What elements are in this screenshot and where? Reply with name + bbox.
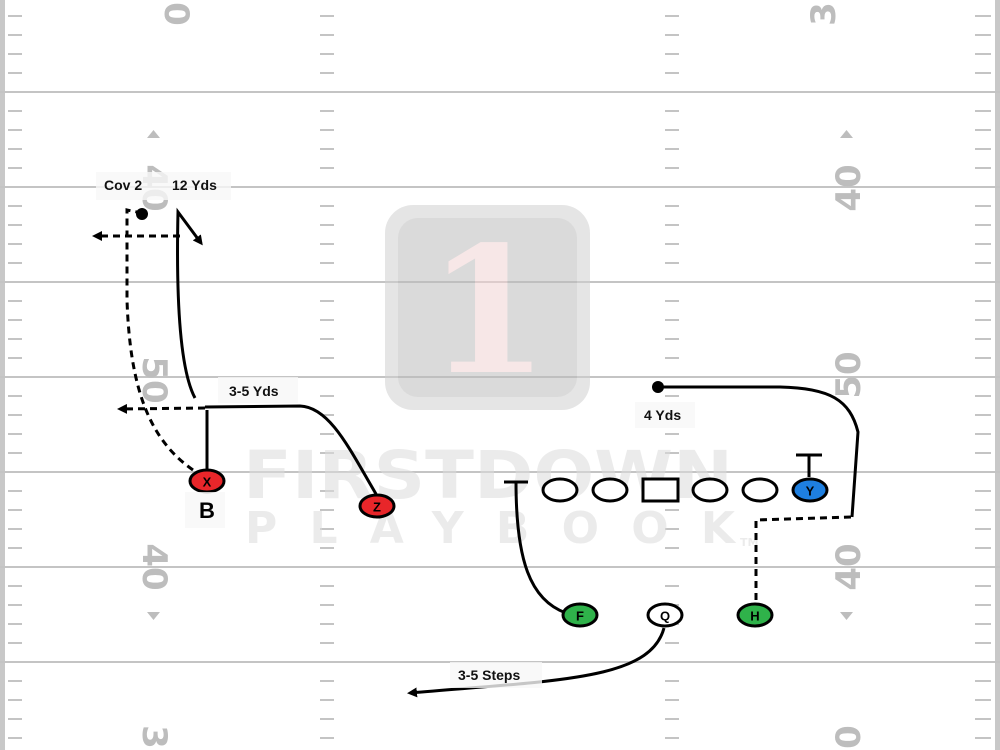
direction-arrow-icon [147, 612, 160, 620]
player-y: Y [791, 477, 829, 503]
offensive-line [541, 477, 779, 503]
annotations: Cov 2 12 Yds 3-5 Yds 4 Yds 3-5 Steps B [96, 172, 695, 688]
player-q: Q [646, 602, 684, 628]
routes [92, 207, 860, 698]
yard-number: 3 [804, 2, 844, 26]
player-z: Z [358, 493, 396, 519]
z-route [204, 404, 378, 495]
lineman [741, 477, 779, 503]
yds12-label: 12 Yds [172, 177, 217, 193]
yard-number: 50 [829, 351, 869, 398]
yard-number: 3 [134, 725, 174, 749]
player-z-marker [358, 493, 396, 519]
player-f-label: F [576, 609, 584, 624]
player-z-label: Z [373, 500, 381, 515]
lineman [691, 477, 729, 503]
h-route-solid [658, 385, 860, 518]
yard-number: 40 [134, 543, 174, 590]
player-f-marker [561, 602, 599, 628]
yds4-label: 4 Yds [644, 407, 681, 423]
player-f: F [561, 602, 599, 628]
direction-arrow-icon [840, 130, 853, 138]
z-route-extension [117, 403, 206, 414]
cov2-label: Cov 2 [104, 177, 142, 193]
player-x-label: X [203, 475, 212, 490]
b-label: B [199, 498, 215, 523]
player-h: H [736, 602, 774, 628]
right-sideline [995, 0, 1000, 750]
left-sideline [0, 0, 5, 750]
skill-players: X Z Y F Q H [188, 468, 829, 628]
yard-number: 0 [829, 725, 869, 749]
direction-arrow-icon [840, 612, 853, 620]
center [641, 477, 680, 503]
watermark-logo-number: 1 [427, 209, 549, 414]
player-h-marker [736, 602, 774, 628]
steps35-label: 3-5 Steps [458, 667, 520, 683]
x-dashed-route [125, 208, 194, 472]
yard-number: 50 [134, 356, 174, 403]
player-h-label: H [750, 609, 759, 624]
yard-number: 40 [829, 164, 869, 211]
h-route-dot [652, 381, 664, 393]
player-q-label: Q [660, 609, 670, 624]
f-route [514, 481, 567, 615]
hash-marks [8, 15, 991, 739]
player-y-marker [791, 477, 829, 503]
yard-number: 40 [829, 543, 869, 590]
player-x: X [188, 468, 226, 494]
yard-direction-arrows [147, 130, 853, 620]
cov2-dot [136, 208, 148, 220]
yds35-label: 3-5 Yds [229, 383, 279, 399]
h-route [754, 515, 853, 600]
lineman [591, 477, 629, 503]
yard-number: 0 [156, 2, 196, 26]
q-route [407, 627, 666, 698]
lineman [541, 477, 579, 503]
watermark: 1 FIRSTDOWN PLAYBOOK TM [243, 205, 758, 554]
watermark-trademark: TM [740, 536, 758, 549]
player-q-marker [646, 602, 684, 628]
b-route [176, 207, 203, 399]
player-y-label: Y [806, 484, 815, 499]
direction-arrow-icon [147, 130, 160, 138]
